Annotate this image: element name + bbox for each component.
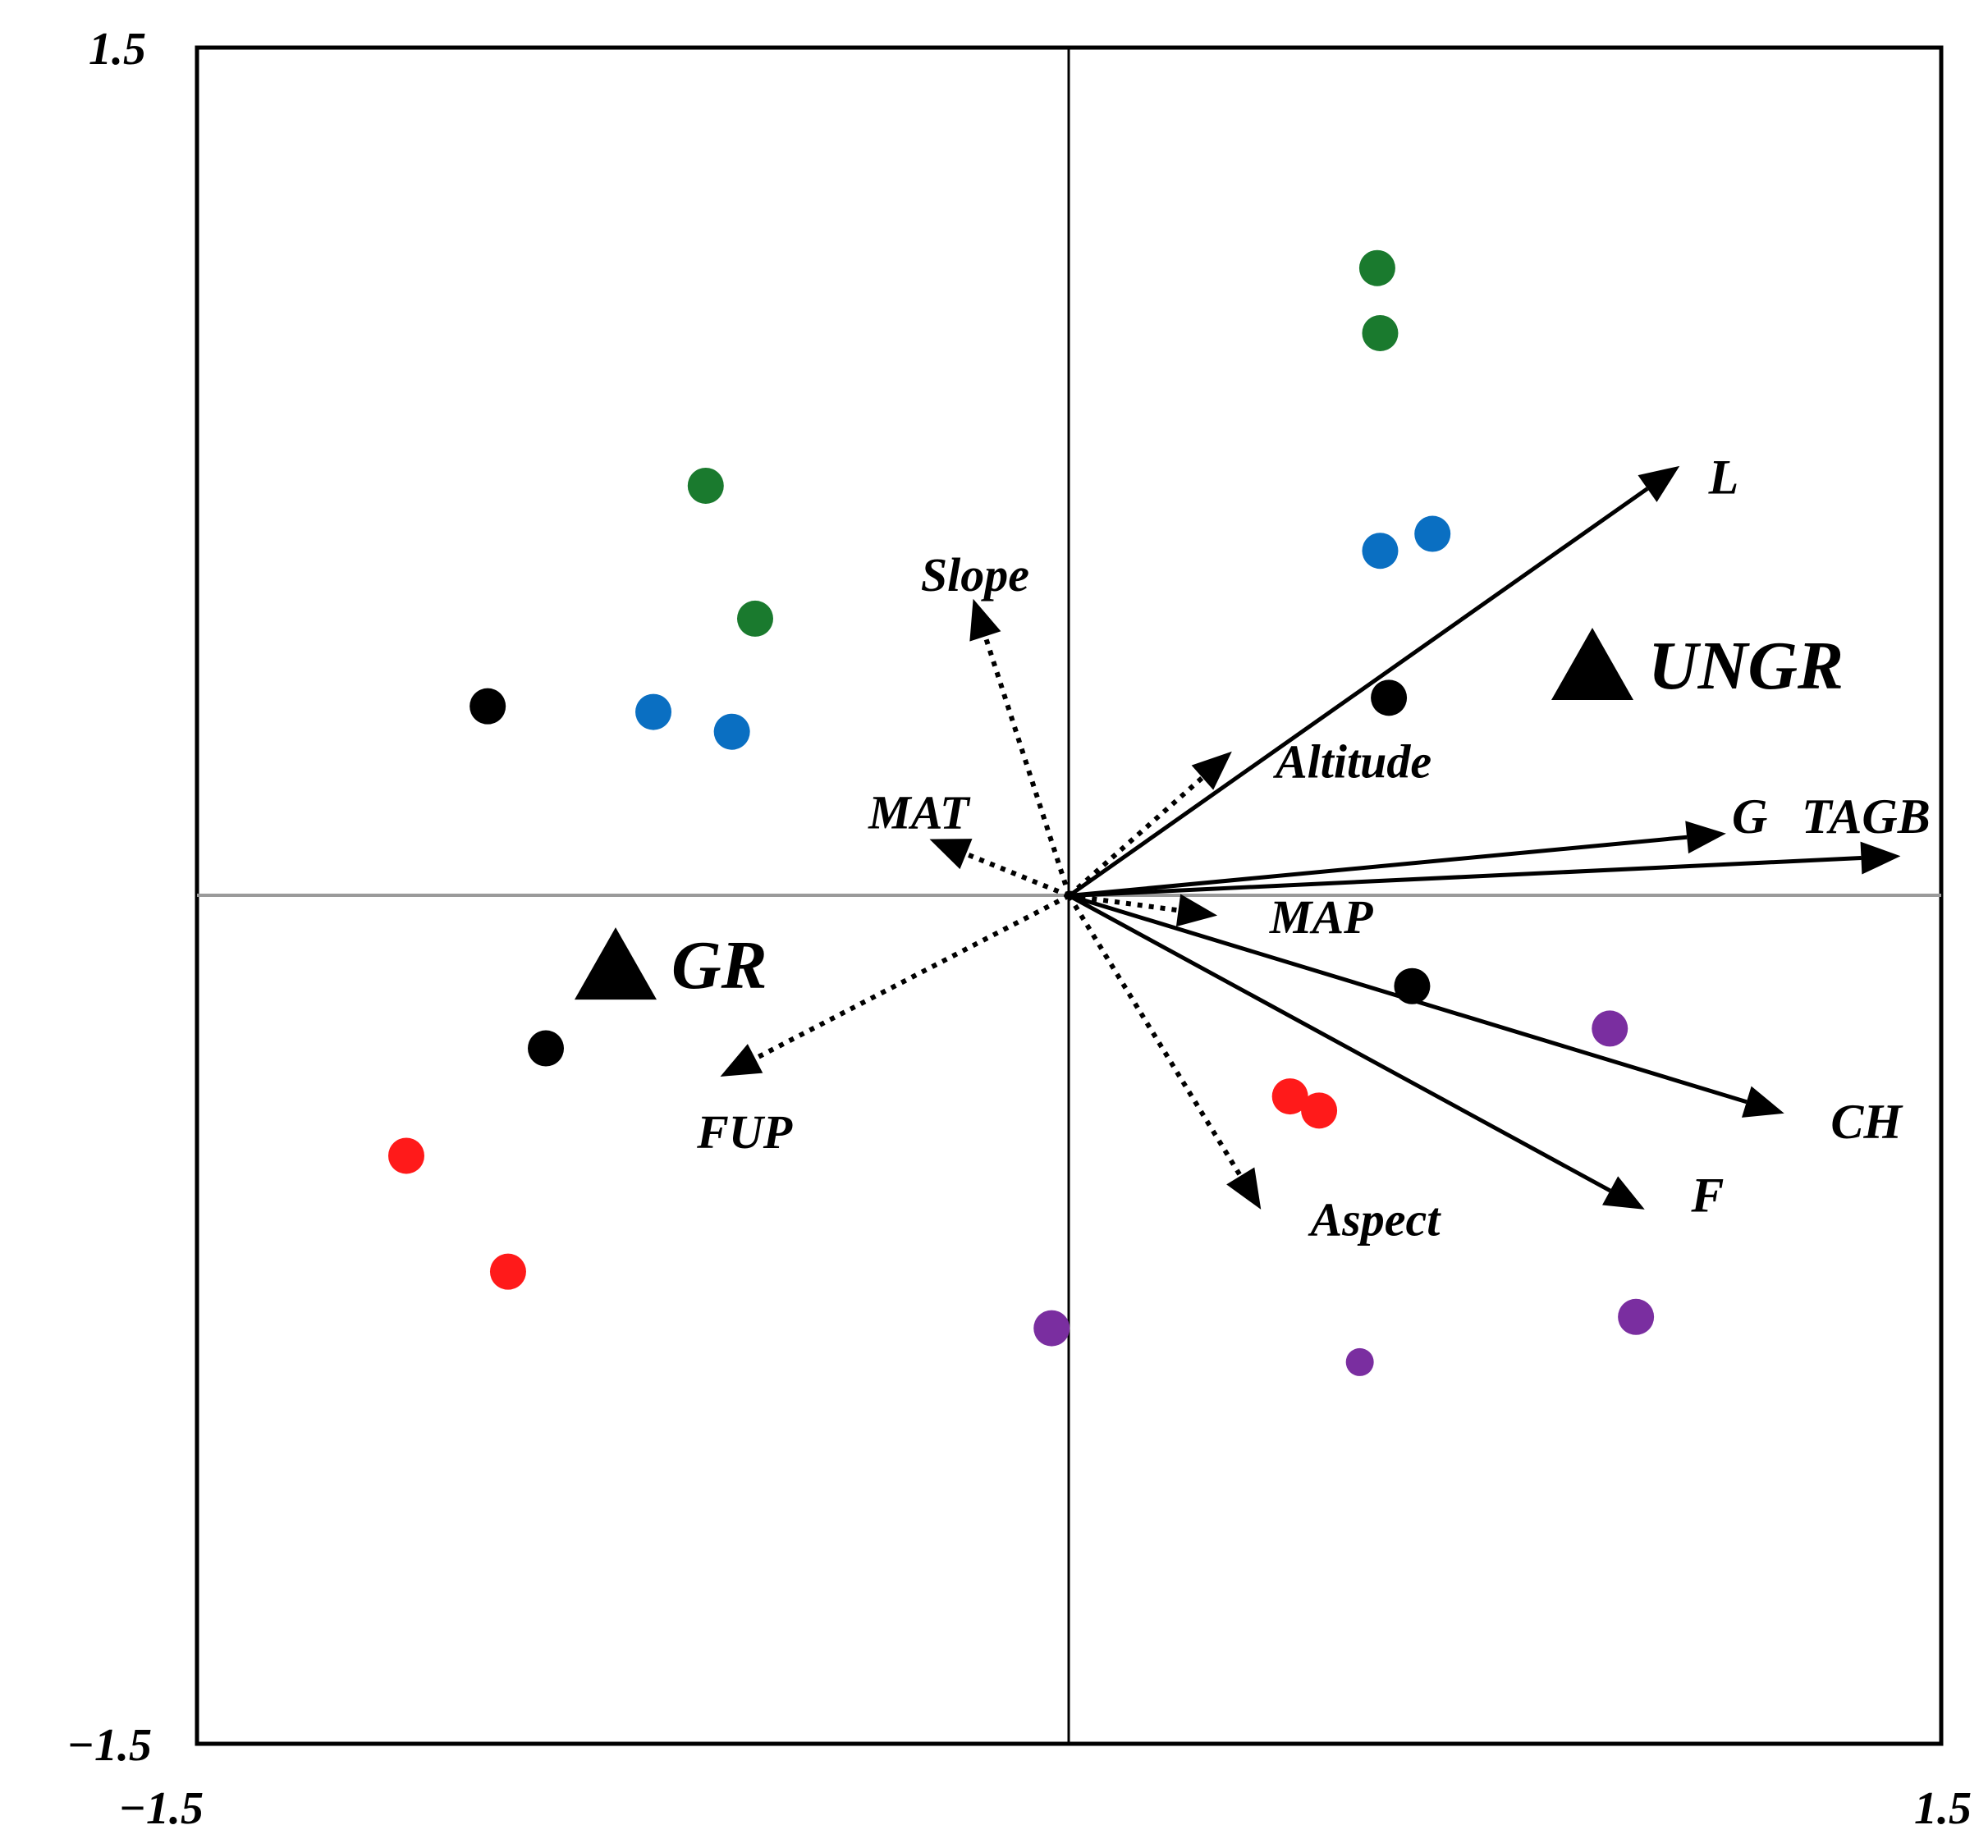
response-vector-f bbox=[1068, 894, 1611, 1193]
x-tick-right: 1.5 bbox=[1914, 1783, 1972, 1834]
env-label-fup: FUP bbox=[696, 1105, 793, 1159]
sample-point-green bbox=[1358, 249, 1395, 286]
sample-points bbox=[388, 249, 1655, 1376]
sample-point-black bbox=[470, 688, 506, 725]
sample-point-black bbox=[1371, 679, 1408, 716]
sample-point-green bbox=[737, 600, 773, 637]
env-vector-mat bbox=[964, 851, 1070, 899]
sample-point-purple bbox=[1592, 1010, 1628, 1047]
env-vector-fup bbox=[754, 893, 1070, 1061]
centroid-label-ungr: UNGR bbox=[1648, 628, 1844, 704]
centroid-label-gr: GR bbox=[671, 927, 767, 1004]
response-vectors bbox=[1068, 465, 1901, 1210]
response-label-l: L bbox=[1708, 451, 1739, 505]
sample-point-green bbox=[687, 467, 724, 504]
env-label-map: MAP bbox=[1269, 890, 1373, 944]
sample-point-green bbox=[1362, 314, 1399, 351]
env-label-altitude: Altitude bbox=[1273, 735, 1431, 789]
env-arrowhead-aspect bbox=[1226, 1167, 1262, 1210]
env-arrowhead-map bbox=[1175, 894, 1218, 927]
response-vector-tagb bbox=[1069, 856, 1862, 898]
response-arrowhead-tagb bbox=[1860, 841, 1901, 875]
response-label-tagb: TAGB bbox=[1802, 789, 1931, 844]
env-vector-altitude bbox=[1067, 775, 1204, 898]
centroid-triangle-ungr bbox=[1551, 628, 1633, 701]
sample-point-blue bbox=[1362, 533, 1399, 569]
environmental-vectors bbox=[720, 598, 1262, 1210]
sample-point-red bbox=[388, 1137, 424, 1174]
response-vector-l bbox=[1068, 487, 1649, 898]
sample-point-red bbox=[1301, 1092, 1338, 1129]
env-vector-slope bbox=[983, 635, 1072, 897]
env-vector-aspect bbox=[1066, 894, 1243, 1178]
env-arrowhead-altitude bbox=[1191, 751, 1232, 790]
response-label-g: G bbox=[1732, 789, 1767, 844]
sample-point-purple bbox=[1618, 1298, 1655, 1335]
sample-point-blue bbox=[713, 713, 750, 750]
env-label-slope: Slope bbox=[921, 548, 1029, 602]
y-tick-bottom: −1.5 bbox=[66, 1720, 152, 1771]
sample-point-red bbox=[1271, 1078, 1308, 1115]
env-label-aspect: Aspect bbox=[1308, 1193, 1441, 1246]
response-vector-g bbox=[1069, 835, 1688, 898]
response-label-ch: CH bbox=[1830, 1095, 1903, 1149]
sample-point-blue bbox=[1414, 515, 1451, 552]
sample-point-black bbox=[1394, 967, 1431, 1004]
sample-point-black bbox=[528, 1030, 564, 1067]
response-arrowhead-f bbox=[1602, 1176, 1645, 1210]
sample-point-red bbox=[489, 1253, 526, 1290]
centroid-triangle-gr bbox=[575, 927, 657, 1000]
response-arrowhead-ch bbox=[1742, 1086, 1784, 1118]
env-label-mat: MAT bbox=[868, 786, 971, 839]
sample-point-purple bbox=[1345, 1347, 1374, 1376]
y-tick-top: 1.5 bbox=[89, 24, 146, 75]
sample-point-blue bbox=[635, 693, 672, 730]
env-arrowhead-fup bbox=[720, 1044, 763, 1077]
env-arrowhead-slope bbox=[969, 598, 1001, 642]
treatment-centroids: UNGR GR bbox=[575, 628, 1844, 1004]
response-arrowhead-l bbox=[1638, 465, 1680, 502]
sample-point-purple bbox=[1033, 1310, 1070, 1347]
response-label-f: F bbox=[1690, 1169, 1724, 1223]
x-tick-left: −1.5 bbox=[118, 1783, 204, 1834]
env-arrowhead-mat bbox=[929, 839, 973, 870]
response-arrowhead-g bbox=[1685, 821, 1726, 854]
